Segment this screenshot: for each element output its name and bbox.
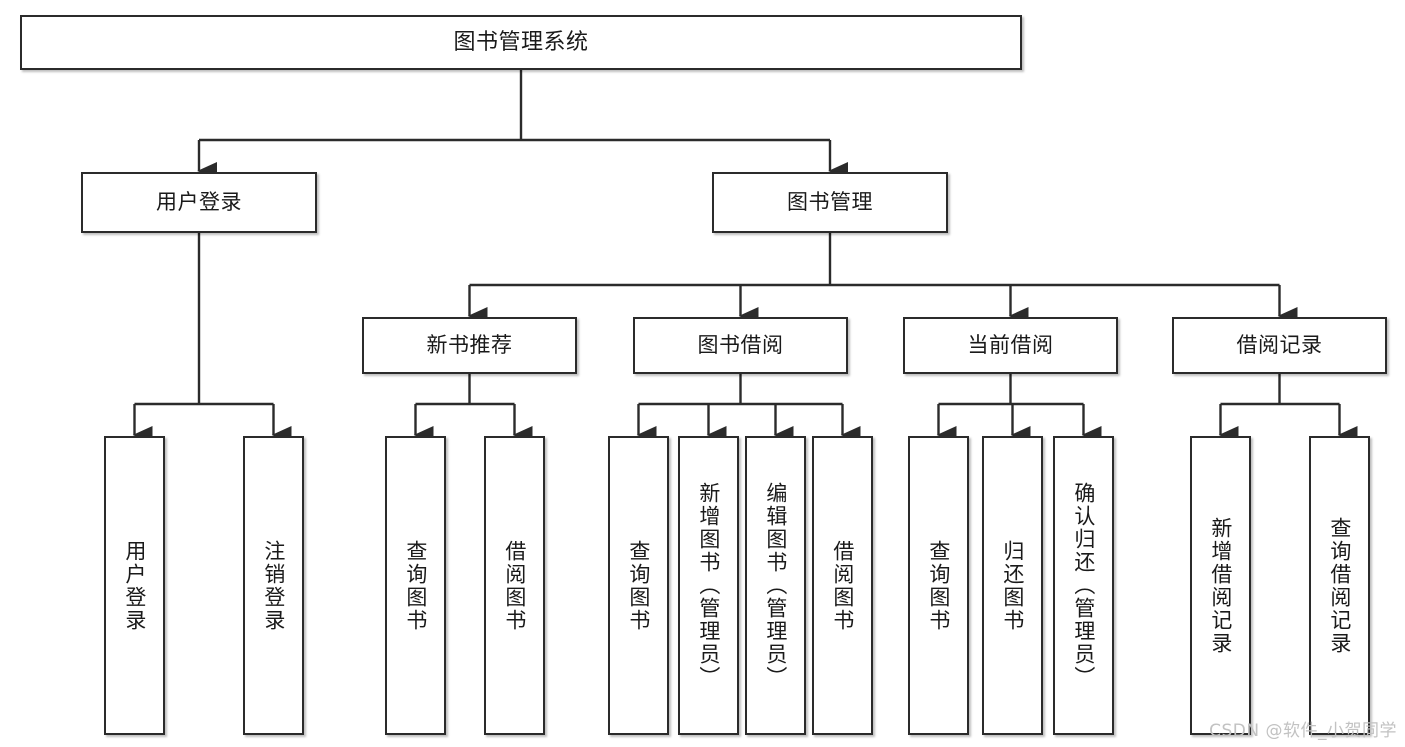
node-leaf-user-login[interactable]: 用户登录 <box>104 436 165 735</box>
node-book-borrow[interactable]: 图书借阅 <box>633 317 848 374</box>
node-label: 图书管理 <box>787 190 873 215</box>
node-label: 借阅记录 <box>1236 333 1323 358</box>
node-leaf-query-book-3[interactable]: 查询图书 <box>908 436 969 735</box>
node-leaf-borrow-book-1[interactable]: 借阅图书 <box>484 436 545 735</box>
node-label: 图书借阅 <box>697 333 784 358</box>
node-leaf-query-book-1[interactable]: 查询图书 <box>385 436 446 735</box>
node-label: 注销登录 <box>261 539 286 632</box>
node-label: 归还图书 <box>1000 539 1025 632</box>
node-label: 查询图书 <box>403 539 428 632</box>
node-root[interactable]: 图书管理系统 <box>20 15 1022 70</box>
node-leaf-add-record[interactable]: 新增借阅记录 <box>1190 436 1251 735</box>
node-label: 用户登录 <box>122 539 147 632</box>
node-leaf-query-record[interactable]: 查询借阅记录 <box>1309 436 1370 735</box>
node-label: 查询图书 <box>626 539 651 632</box>
node-label: 新增图书（管理员） <box>696 482 721 689</box>
node-label: 当前借阅 <box>967 333 1054 358</box>
node-label: 图书管理系统 <box>453 29 589 55</box>
node-leaf-return-book[interactable]: 归还图书 <box>982 436 1043 735</box>
node-label: 借阅图书 <box>830 539 855 632</box>
node-leaf-user-logout[interactable]: 注销登录 <box>243 436 304 735</box>
node-label: 确认归还（管理员） <box>1071 482 1096 689</box>
watermark: CSDN @软件_小贺同学 <box>1209 721 1397 741</box>
node-label: 查询图书 <box>926 539 951 632</box>
node-leaf-add-book[interactable]: 新增图书（管理员） <box>678 436 739 735</box>
node-leaf-confirm-return[interactable]: 确认归还（管理员） <box>1053 436 1114 735</box>
node-book-manage[interactable]: 图书管理 <box>712 172 948 233</box>
node-label: 新增借阅记录 <box>1208 516 1233 655</box>
node-leaf-borrow-book-2[interactable]: 借阅图书 <box>812 436 873 735</box>
node-label: 借阅图书 <box>502 539 527 632</box>
node-borrow-record[interactable]: 借阅记录 <box>1172 317 1387 374</box>
node-label: 编辑图书（管理员） <box>763 482 788 689</box>
node-label: 用户登录 <box>156 190 242 215</box>
node-label: 新书推荐 <box>426 333 513 358</box>
node-label: 查询借阅记录 <box>1327 516 1352 655</box>
node-leaf-query-book-2[interactable]: 查询图书 <box>608 436 669 735</box>
node-leaf-edit-book[interactable]: 编辑图书（管理员） <box>745 436 806 735</box>
node-current-borrow[interactable]: 当前借阅 <box>903 317 1118 374</box>
node-user-login[interactable]: 用户登录 <box>81 172 317 233</box>
node-new-book-rec[interactable]: 新书推荐 <box>362 317 577 374</box>
